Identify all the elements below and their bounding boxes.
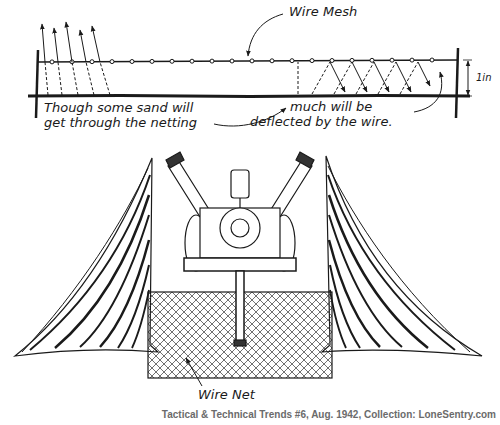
post [36, 50, 38, 118]
dimension-ticks [463, 60, 472, 96]
part-label: Wire Net [196, 387, 257, 402]
sand-through-arrows [42, 22, 110, 95]
leader-line [248, 14, 283, 56]
note-text: Though some sand will get through the ne… [44, 100, 212, 130]
ground-line [28, 96, 470, 97]
leader-line [186, 358, 202, 386]
part-label: Wire Mesh [287, 4, 359, 19]
wire-knots [50, 58, 434, 64]
watermark: Tactical & Technical Trends #6, Aug. 194… [162, 407, 496, 422]
note-text: much will be deflected by the wire. [250, 99, 428, 129]
post [456, 48, 458, 118]
field-gun [166, 152, 314, 346]
dimension-label: 1in [474, 72, 493, 83]
right-berm [322, 156, 482, 356]
leader-line [414, 72, 442, 112]
sand-deflected-arrows [298, 62, 430, 94]
left-berm [15, 158, 158, 356]
dimension-arrow [468, 61, 469, 95]
wire-line [38, 60, 458, 62]
